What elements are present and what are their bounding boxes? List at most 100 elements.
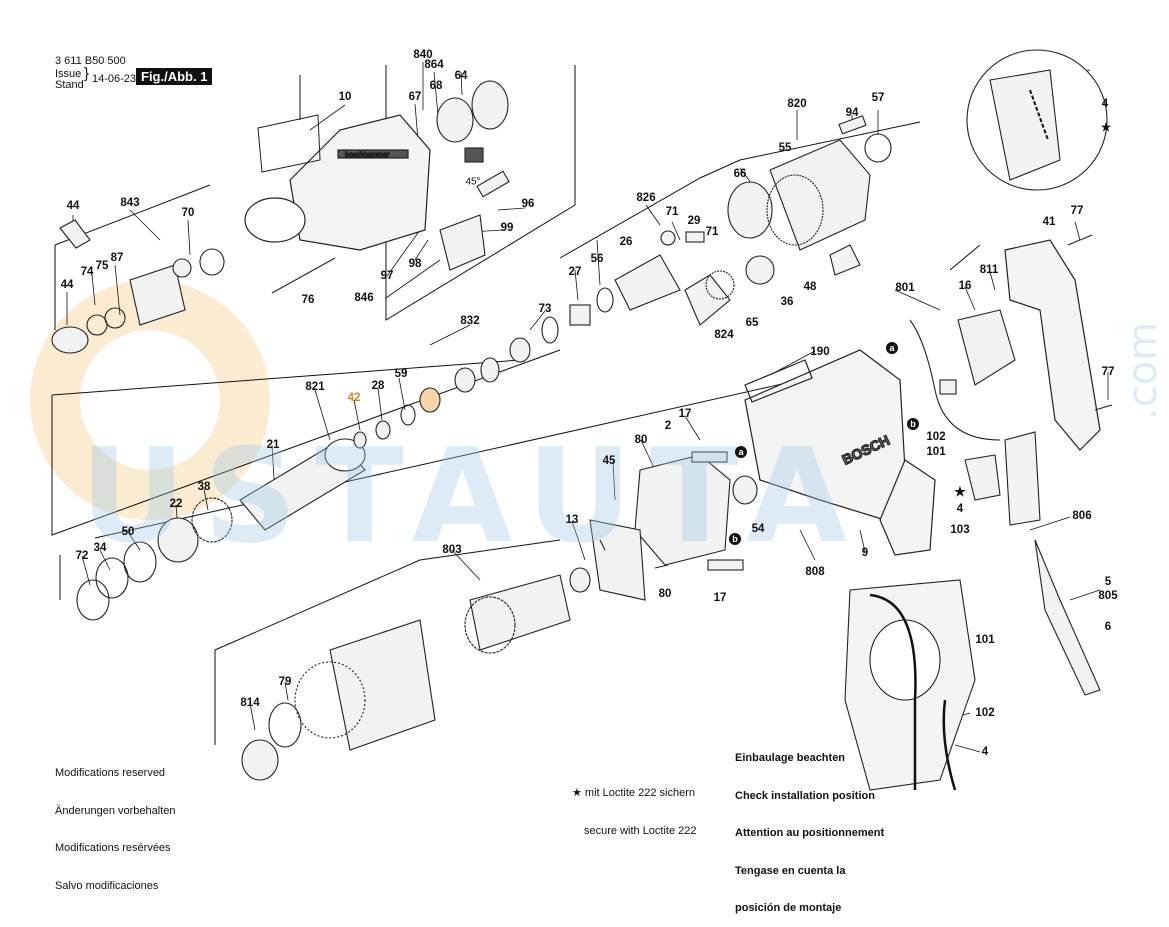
figure-label: Fig./Abb. 1 <box>136 68 213 85</box>
part-label: 803 <box>442 544 462 556</box>
part-label: 66 <box>733 168 747 180</box>
part-label: 13 <box>565 514 579 526</box>
chuck-parts <box>51 219 225 354</box>
part-label: 79 <box>278 676 292 688</box>
part-label: 843 <box>120 197 140 209</box>
part-label: 805 <box>1098 590 1118 602</box>
assembly-frames <box>51 65 981 745</box>
hammer-tube-parts <box>76 337 531 621</box>
gear-housing-part: boschhammer <box>244 114 431 251</box>
part-label: 806 <box>1072 510 1092 522</box>
part-label: 97 <box>380 270 394 282</box>
marker-a: a <box>886 342 898 354</box>
part-label: 57 <box>871 92 885 104</box>
watermark-text: USTAUTA <box>80 420 866 572</box>
handle-part <box>1004 239 1101 451</box>
modifications-line: Salvo modificaciones <box>55 879 159 892</box>
part-label: 21 <box>266 439 280 451</box>
part-label: 846 <box>354 292 374 304</box>
part-label: 103 <box>950 524 970 536</box>
part-label: 29 <box>687 215 701 227</box>
part-label: 44 <box>60 279 74 291</box>
part-label: 4 <box>981 746 989 758</box>
exploded-parts-diagram: boschhammer <box>30 49 1113 791</box>
loctite-line: ★ mit Loctite 222 sichern <box>572 787 695 799</box>
part-label: 801 <box>895 282 915 294</box>
part-label: 38 <box>197 481 211 493</box>
bearing-and-tube-parts <box>436 80 510 271</box>
installation-line: Check installation position <box>735 789 875 802</box>
label-plate-part <box>257 114 321 173</box>
part-label: 820 <box>787 98 807 110</box>
marker-b: b <box>729 533 741 545</box>
part-label: 73 <box>538 303 552 315</box>
part-label: 77 <box>1101 366 1115 378</box>
part-label: 54 <box>751 523 765 535</box>
part-label: 77 <box>1070 205 1084 217</box>
part-label: 99 <box>500 222 514 234</box>
part-label: 59 <box>394 368 408 380</box>
part-label: 10 <box>338 91 352 103</box>
part-label: 16 <box>958 280 972 292</box>
part-label: 67 <box>408 91 422 103</box>
part-label: 824 <box>714 329 734 341</box>
intermediate-flange-parts <box>727 115 892 285</box>
document-number: 3 611 B50 500 <box>55 55 126 67</box>
detail-inset-top-right <box>966 49 1108 191</box>
detail-inset-wiring <box>844 579 976 791</box>
watermark-logo-circle <box>30 280 270 520</box>
part-label: ★ <box>1100 122 1112 134</box>
part-label: 74 <box>80 266 94 278</box>
part-label: 2 <box>664 420 672 432</box>
part-label: 26 <box>619 236 633 248</box>
loctite-note: ★ mit Loctite 222 sichern secure with Lo… <box>572 762 697 850</box>
part-label: 811 <box>979 264 999 276</box>
part-label: 80 <box>634 434 648 446</box>
motor-housing-part: BOSCH <box>744 349 936 556</box>
angle-label: 45° <box>465 176 481 188</box>
part-label: 17 <box>713 592 727 604</box>
part-label: 4 <box>956 503 964 515</box>
loctite-line: secure with Loctite 222 <box>584 824 697 837</box>
marker-a: a <box>735 446 747 458</box>
installation-line: Tengase en cuenta la <box>735 864 846 877</box>
part-label: 9 <box>861 547 869 559</box>
part-label: 98 <box>408 258 422 270</box>
installation-line: posición de montaje <box>735 902 842 914</box>
issue-label: Issue <box>55 68 82 80</box>
part-label: 101 <box>975 634 995 646</box>
piston-drive-parts <box>541 230 735 344</box>
part-label: 102 <box>975 707 995 719</box>
part-label: 34 <box>93 542 107 554</box>
part-label: 72 <box>75 550 89 562</box>
part-label: 56 <box>590 253 604 265</box>
part-label: 821 <box>305 381 325 393</box>
modifications-line: Modifications reserved <box>55 767 166 779</box>
part-label: 68 <box>429 80 443 92</box>
part-label: 42 <box>347 392 361 404</box>
part-label: 44 <box>66 200 80 212</box>
part-label: 864 <box>424 59 444 71</box>
part-label: 4 <box>1101 98 1109 110</box>
part-label: 190 <box>810 346 830 358</box>
star-icon: ★ <box>954 484 966 499</box>
part-label: 832 <box>460 315 480 327</box>
installation-note: Einbaulage beachten Check installation p… <box>735 727 884 927</box>
part-label: 87 <box>110 252 124 264</box>
part-label: 102 <box>926 431 946 443</box>
part-label: 17 <box>678 408 692 420</box>
part-label: 48 <box>803 281 817 293</box>
part-label: 41 <box>1042 216 1056 228</box>
part-label: 5 <box>1104 576 1112 588</box>
brace: } <box>84 65 90 82</box>
part-label: 75 <box>95 260 109 272</box>
part-label: 45 <box>602 455 616 467</box>
modifications-line: Änderungen vorbehalten <box>55 804 176 817</box>
screws-and-wires <box>271 234 1113 569</box>
issue-date: 14-06-23 <box>92 73 137 85</box>
part-label: 808 <box>805 566 825 578</box>
stand-label: Stand <box>55 79 84 91</box>
part-label: 76 <box>301 294 315 306</box>
part-label: 101 <box>926 446 946 458</box>
modifications-line: Modifications resérvées <box>55 842 171 854</box>
